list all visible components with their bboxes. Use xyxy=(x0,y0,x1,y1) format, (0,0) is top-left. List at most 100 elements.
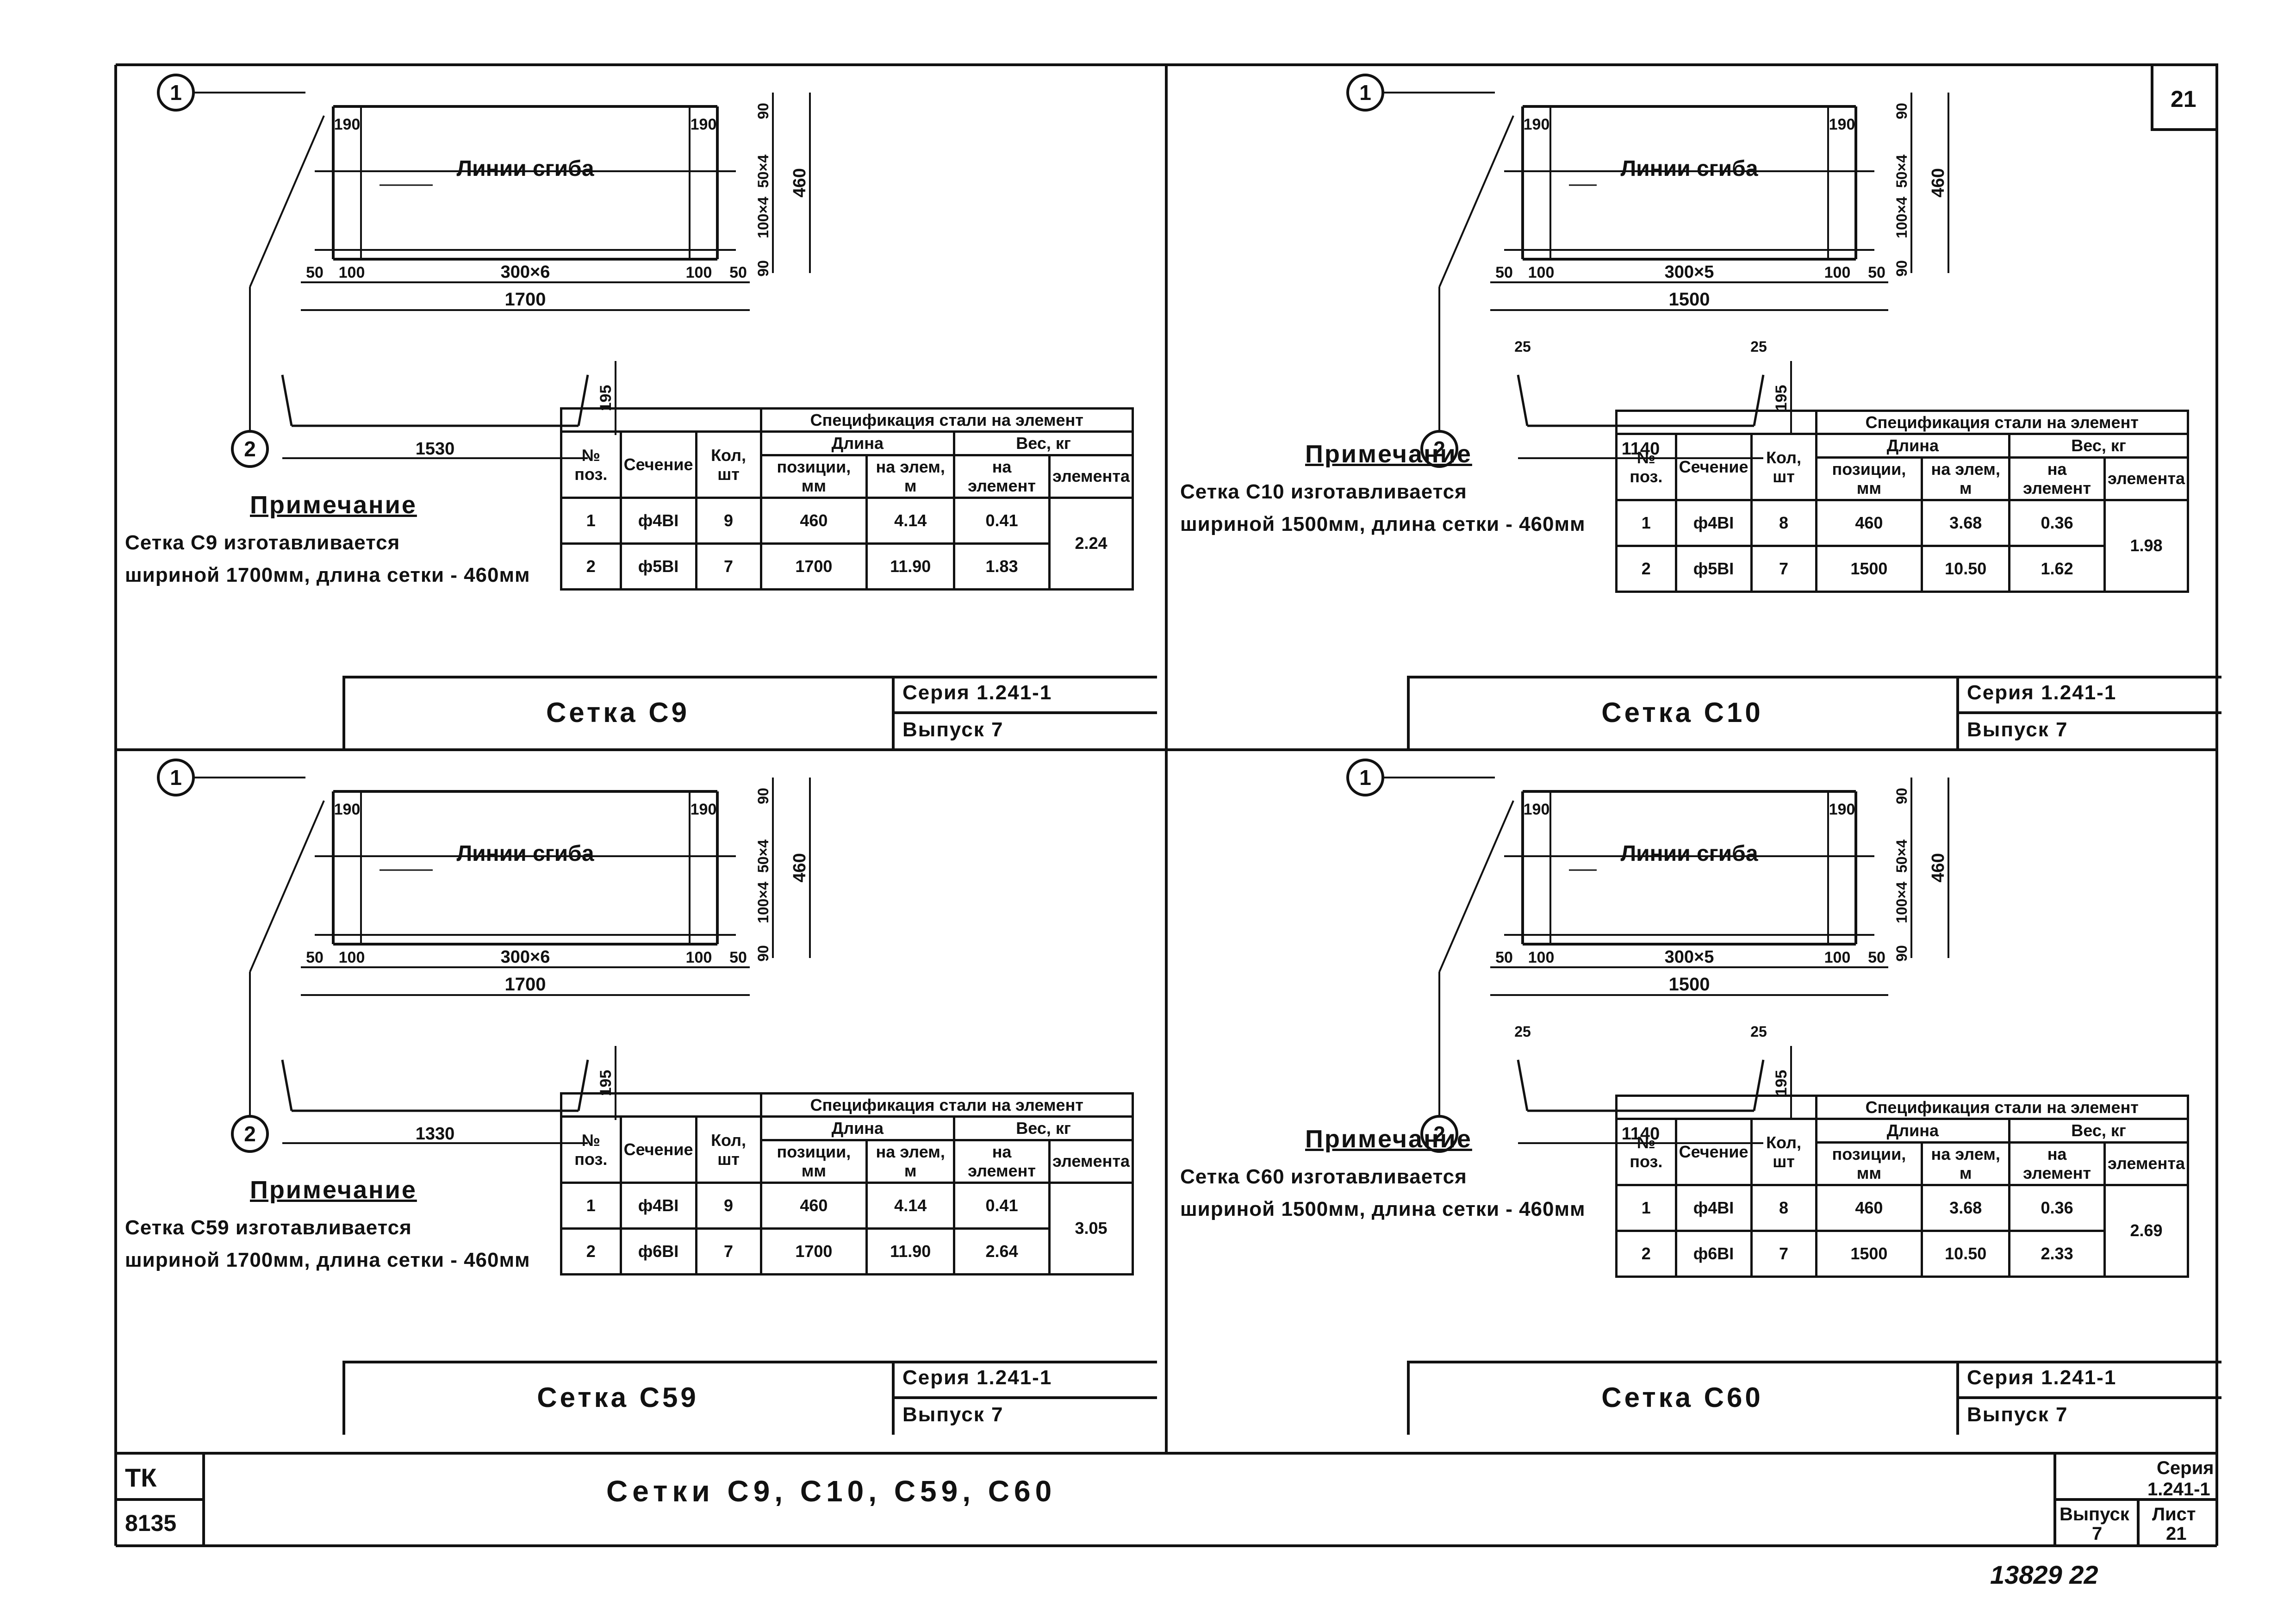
table-cell-len-pos: 460 xyxy=(1815,498,1923,547)
dim-top-right: 190 xyxy=(691,116,717,133)
dim-h2: 50×4 xyxy=(755,155,772,188)
spec-col-w-total: элемента xyxy=(2103,456,2190,501)
callout-2-label: 2 xyxy=(1433,437,1445,461)
note-title: Примечание xyxy=(250,491,417,519)
dim-top-left: 190 xyxy=(334,801,361,818)
dim-edge-right: 50 xyxy=(729,949,747,966)
table-cell-qty: 7 xyxy=(695,542,762,591)
callout-1 xyxy=(1346,759,1384,796)
spec-title: Спецификация стали на элемент xyxy=(1815,409,2190,436)
dim-mid: 300×5 xyxy=(1665,262,1714,282)
spec-col-w-elem: на элемент xyxy=(2008,1141,2106,1186)
dim-left: 100 xyxy=(1528,949,1555,966)
table-cell-len-pos: 1700 xyxy=(759,542,868,591)
note-text-line: шириной 1500мм, длина сетки - 460мм xyxy=(1180,513,1586,535)
title-block-issue: Выпуск 7 xyxy=(1967,718,2068,741)
spec-col-len-pos: позиции, мм xyxy=(1815,456,1923,501)
table-cell-section: ф5ВI xyxy=(1674,544,1753,593)
callout-1 xyxy=(1346,74,1384,112)
table-cell-len-pos: 460 xyxy=(1815,1183,1923,1232)
table-cell-qty: 7 xyxy=(1750,1229,1817,1278)
dim-h3: 100×4 xyxy=(755,197,772,238)
table-cell-len-elem: 11.90 xyxy=(865,542,956,591)
dim-edge-right: 50 xyxy=(1868,264,1885,281)
note-text-line: Сетка С9 изготавливается xyxy=(125,531,400,554)
table-cell-no: 1 xyxy=(560,1181,622,1230)
dim-right: 100 xyxy=(686,264,712,281)
archive-stamp: 13829 22 xyxy=(1990,1560,2098,1589)
spec-col-len-pos: позиции, мм xyxy=(1815,1141,1923,1186)
dim-top-right: 190 xyxy=(1829,801,1855,818)
table-cell-no: 1 xyxy=(1615,1183,1677,1232)
spec-col-length: Длина xyxy=(1815,1118,2011,1144)
note-text-line: Сетка С10 изготавливается xyxy=(1180,480,1467,503)
dim-h3: 100×4 xyxy=(1893,882,1910,923)
dim-side-right: 25 xyxy=(1750,1023,1767,1040)
title-block-frame xyxy=(342,1361,1157,1435)
dim-edge-left: 50 xyxy=(1495,264,1513,281)
title-block-frame xyxy=(1407,676,2221,750)
table-cell-qty: 7 xyxy=(1750,544,1817,593)
bend-lines-label: Линии сгиба xyxy=(456,841,594,866)
title-block-issue: Выпуск 7 xyxy=(1967,1403,2068,1426)
table-cell-len-elem: 10.50 xyxy=(1921,1229,2011,1278)
dim-h4: 90 xyxy=(755,260,772,277)
dim-depth: 195 xyxy=(1773,1070,1790,1096)
spec-col-section: Сечение xyxy=(1674,433,1753,501)
dim-mid: 300×6 xyxy=(501,262,550,282)
dim-top-left: 190 xyxy=(1524,116,1550,133)
table-cell-no: 1 xyxy=(560,496,622,545)
callout-2 xyxy=(231,1115,269,1153)
table-cell-len-elem: 10.50 xyxy=(1921,544,2011,593)
title-block-name: Сетка С60 xyxy=(1601,1382,1763,1413)
callout-1-label: 1 xyxy=(170,765,182,790)
dim-edge-left: 50 xyxy=(1495,949,1513,966)
spec-col-weight: Вес, кг xyxy=(2008,433,2189,459)
dim-h4: 90 xyxy=(1893,945,1910,962)
title-block-name: Сетка С9 xyxy=(546,697,690,728)
spec-col-section: Сечение xyxy=(619,1115,697,1184)
section-profile xyxy=(1517,374,1529,426)
table-cell-len-pos: 460 xyxy=(759,496,868,545)
dim-h2: 50×4 xyxy=(755,840,772,873)
spec-title-row: Спецификация стали на элемент xyxy=(1615,409,2190,436)
callout-2 xyxy=(1420,430,1458,468)
spec-col-len-pos: позиции, мм xyxy=(759,1139,868,1184)
callout-1 xyxy=(157,759,195,796)
spec-col-no: № поз. xyxy=(560,430,622,499)
table-cell-section: ф6ВI xyxy=(619,1227,697,1276)
bend-lines-label: Линии сгиба xyxy=(1620,841,1758,866)
dim-mid: 300×6 xyxy=(501,947,550,967)
table-cell-section: ф6ВI xyxy=(1674,1229,1753,1278)
table-cell-len-elem: 3.68 xyxy=(1921,498,2011,547)
table-cell-qty: 8 xyxy=(1750,1183,1817,1232)
spec-col-length: Длина xyxy=(1815,433,2011,459)
table-cell-w-elem: 0.36 xyxy=(2008,1183,2106,1232)
table-cell-len-pos: 1500 xyxy=(1815,544,1923,593)
spec-col-len-elem: на элем, м xyxy=(1921,1141,2011,1186)
spec-col-no: № поз. xyxy=(1615,1118,1677,1186)
corner-code: 8135 xyxy=(125,1510,177,1536)
spec-col-weight: Вес, кг xyxy=(953,1115,1134,1141)
spec-title-blank xyxy=(1615,409,1817,436)
note-title: Примечание xyxy=(250,1176,417,1204)
callout-2-label: 2 xyxy=(244,1122,256,1146)
table-cell-section: ф4ВI xyxy=(619,1181,697,1230)
dim-total: 1500 xyxy=(1669,974,1710,995)
note-title: Примечание xyxy=(1305,1125,1472,1153)
dim-top-left: 190 xyxy=(334,116,361,133)
callout-2-label: 2 xyxy=(1433,1122,1445,1146)
section-profile xyxy=(281,374,293,426)
title-block-series: Серия 1.241-1 xyxy=(1967,681,2117,704)
table-cell-total-weight: 3.05 xyxy=(1048,1181,1134,1276)
